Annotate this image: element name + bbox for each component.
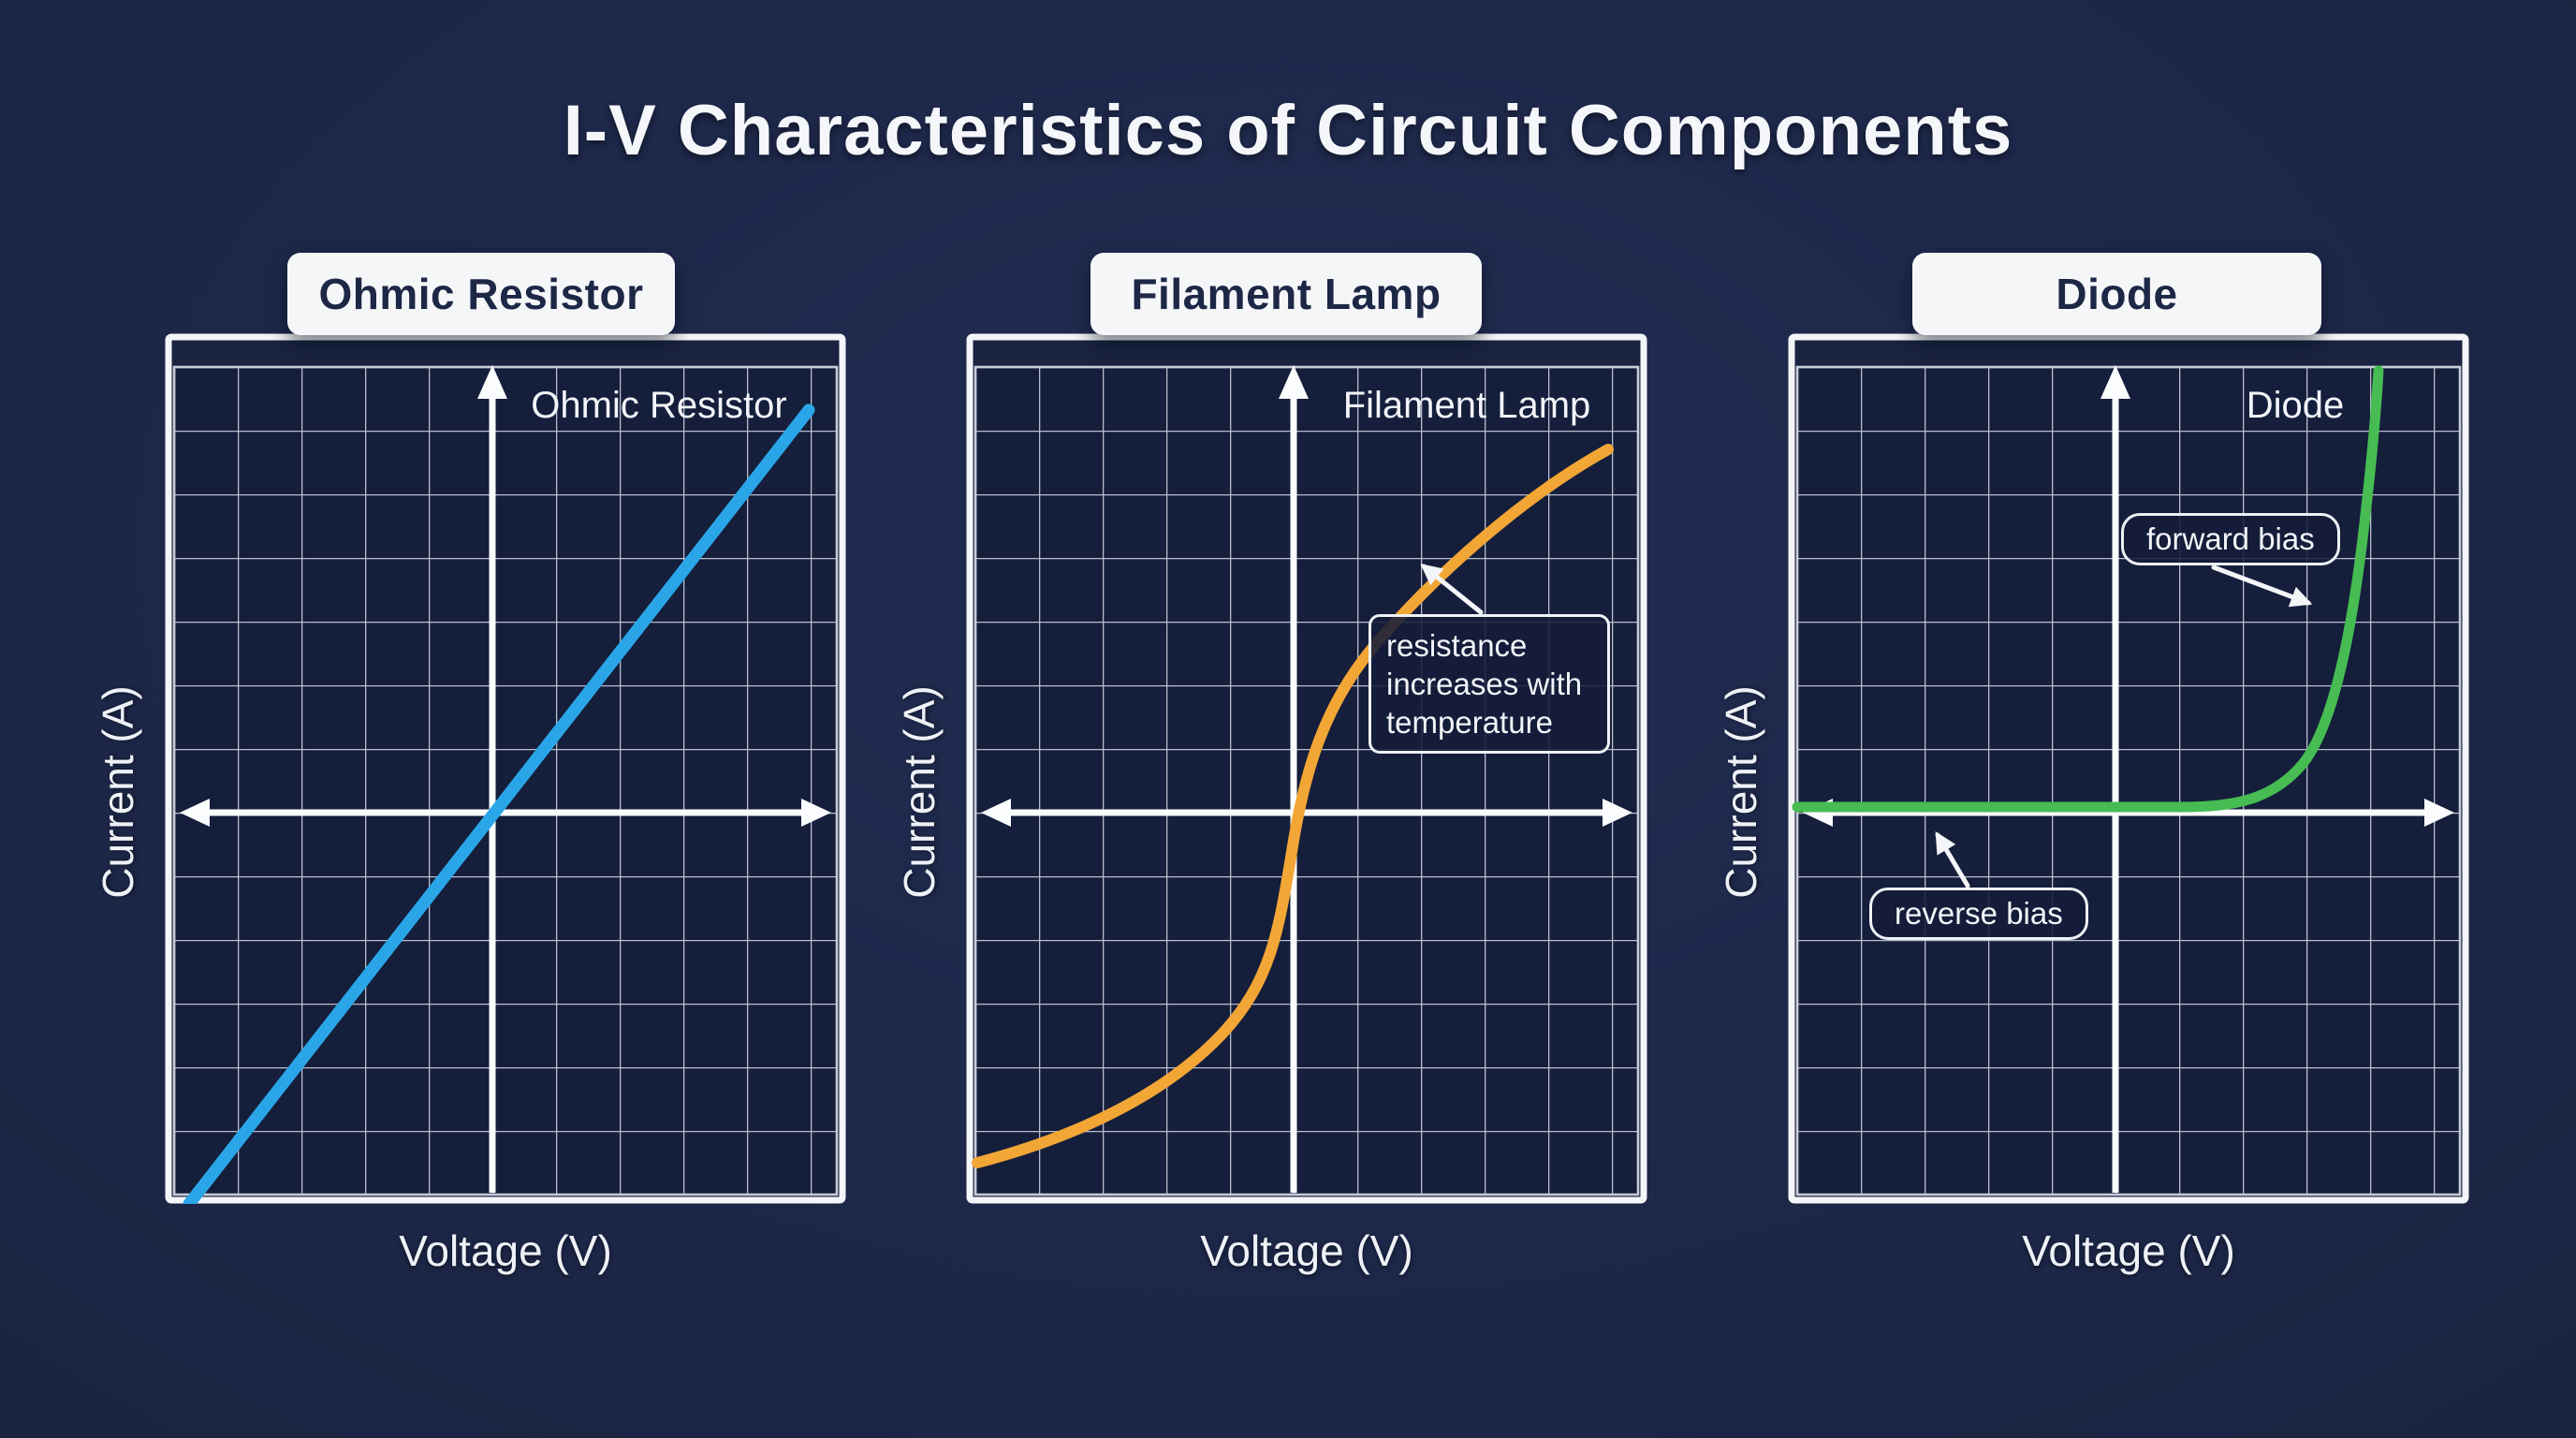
y-axis (477, 365, 507, 1193)
ohmic-resistor-curve (183, 404, 815, 1204)
y-axis-label: Current (A) (1717, 685, 1765, 899)
x-axis-right-arrowhead-icon (2424, 799, 2454, 827)
x-axis-label: Voltage (V) (1200, 1226, 1413, 1275)
y-axis-label: Current (A) (94, 685, 142, 899)
plot-svg: Ohmic Resistor (165, 333, 846, 1204)
x-axis-left-arrowhead-icon (981, 799, 1011, 827)
plot-label: Diode (2247, 385, 2345, 426)
y-axis-up-arrowhead-icon (477, 365, 507, 399)
x-axis-left-arrowhead-icon (180, 799, 210, 827)
chart-diode: Diode (1717, 253, 2469, 1292)
grid (172, 365, 839, 1196)
forward-bias-arrow (2211, 565, 2313, 608)
y-axis (2100, 365, 2130, 1193)
plot-label: Filament Lamp (1343, 385, 1591, 426)
plot-svg: Diode (1788, 333, 2469, 1204)
page-title: I-V Characteristics of Circuit Component… (563, 91, 2013, 170)
x-axis-label: Voltage (V) (399, 1226, 612, 1275)
y-axis-up-arrowhead-icon (2100, 365, 2130, 399)
tab-diode: Diode (1912, 253, 2321, 335)
reverse-bias-arrow (1935, 831, 1970, 888)
annotation-forward-bias: forward bias (2121, 513, 2340, 565)
x-axis (180, 799, 831, 827)
x-axis-right-arrowhead-icon (1603, 799, 1632, 827)
grid (1795, 365, 2462, 1196)
plot-panel: Filament Lamp resistance increases with … (966, 333, 1647, 1204)
plot-svg: Filament Lamp (966, 333, 1647, 1204)
tab-filament-lamp: Filament Lamp (1090, 253, 1482, 335)
x-axis-label: Voltage (V) (2022, 1226, 2235, 1275)
annotation-resistance-note: resistance increases with temperature (1368, 614, 1610, 754)
chart-filament-lamp: Filament Lamp (895, 253, 1647, 1292)
diode-curve (1792, 365, 2384, 813)
chart-ohmic-resistor: Ohmic Resistor (94, 253, 846, 1292)
annotation-arrow (1420, 564, 1484, 615)
x-axis (981, 799, 1632, 827)
tab-label: Ohmic Resistor (318, 270, 644, 318)
plot-panel: Ohmic Resistor (165, 333, 846, 1204)
annotation-reverse-bias: reverse bias (1869, 888, 2088, 940)
y-axis (1279, 365, 1309, 1193)
tab-label: Diode (2056, 270, 2178, 318)
x-axis-right-arrowhead-icon (801, 799, 831, 827)
tab-label: Filament Lamp (1131, 270, 1442, 318)
filament-lamp-curve (972, 444, 1614, 1168)
y-axis-up-arrowhead-icon (1279, 365, 1309, 399)
y-axis-label: Current (A) (895, 685, 944, 899)
plot-label: Ohmic Resistor (531, 385, 786, 426)
tab-ohmic-resistor: Ohmic Resistor (287, 253, 675, 335)
plot-panel: Diode forward bias reverse bias (1788, 333, 2469, 1204)
